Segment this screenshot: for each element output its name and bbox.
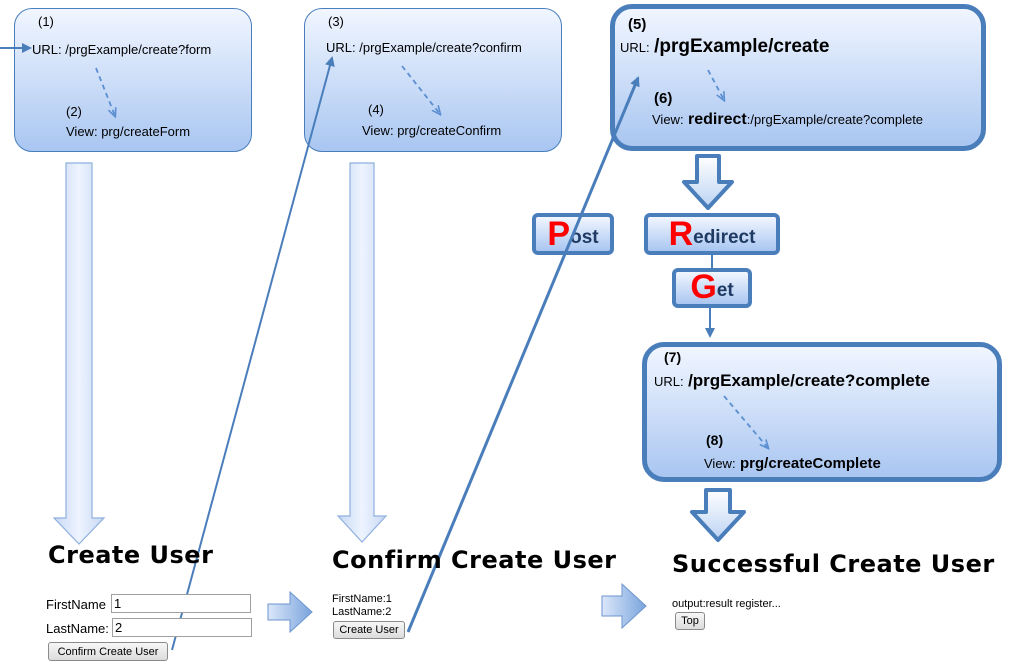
- post-initial: P: [547, 215, 571, 253]
- url-value: /prgExample/create: [654, 36, 830, 57]
- firstname-input[interactable]: 1: [111, 594, 251, 613]
- create-user-button[interactable]: Create User: [333, 621, 405, 639]
- step-number-6: (6): [654, 90, 673, 107]
- successful-create-user-title: Successful Create User: [672, 550, 995, 578]
- down-arrow-confirm: [336, 162, 388, 543]
- url-line-form: URL: /prgExample/create?form: [32, 42, 211, 57]
- firstname-label: FirstName: [46, 597, 106, 612]
- view-label: View:: [362, 123, 394, 138]
- view-line-complete: View: prg/createComplete: [704, 455, 881, 473]
- url-label: URL:: [620, 40, 650, 55]
- view-line-form: View: prg/createForm: [66, 124, 190, 139]
- confirm-lastname: LastName:2: [332, 606, 392, 618]
- url-line-confirm: URL: /prgExample/create?confirm: [326, 40, 522, 55]
- down-arrow-redirect: [682, 154, 734, 210]
- down-arrow-form: [52, 162, 106, 545]
- post-rest: ost: [570, 227, 599, 248]
- step-number-7: (7): [664, 349, 682, 365]
- right-arrow-to-confirm: [267, 590, 313, 634]
- view-label: View:: [704, 456, 736, 471]
- down-arrow-success: [690, 488, 746, 542]
- redirect-keyword: redirect: [688, 111, 747, 128]
- view-value: prg/createConfirm: [397, 123, 502, 138]
- confirm-create-user-title: Confirm Create User: [332, 546, 617, 574]
- redirect-target: :/prgExample/create?complete: [746, 112, 924, 127]
- url-line-complete: URL: /prgExample/create?complete: [654, 371, 930, 391]
- lastname-input[interactable]: 2: [112, 618, 252, 637]
- step-number-1: (1): [38, 14, 54, 29]
- confirm-firstname: FirstName:1: [332, 593, 392, 605]
- right-arrow-to-success: [601, 582, 647, 630]
- result-output: output:result register...: [672, 598, 781, 610]
- url-label: URL:: [654, 374, 684, 389]
- get-rest: et: [716, 280, 734, 301]
- url-label: URL:: [326, 40, 356, 55]
- url-line-post: URL: /prgExample/create: [620, 36, 829, 58]
- step-number-3: (3): [328, 14, 344, 29]
- view-label: View:: [66, 124, 98, 139]
- top-button[interactable]: Top: [675, 612, 705, 630]
- get-initial: G: [690, 268, 717, 306]
- url-value: /prgExample/create?complete: [688, 371, 930, 390]
- view-line-confirm: View: prg/createConfirm: [362, 123, 501, 138]
- create-user-title: Create User: [48, 541, 214, 569]
- step-number-2: (2): [66, 104, 82, 119]
- redirect-rest: edirect: [693, 227, 756, 248]
- view-line-redirect: View: redirect:/prgExample/create?comple…: [652, 111, 923, 129]
- view-label: View:: [652, 112, 684, 127]
- redirect-initial: R: [668, 215, 694, 253]
- step-number-5: (5): [628, 16, 647, 33]
- step-number-4: (4): [368, 102, 384, 117]
- url-value: /prgExample/create?form: [65, 42, 212, 57]
- url-label: URL:: [32, 42, 62, 57]
- lastname-label: LastName:: [46, 621, 109, 636]
- step-number-8: (8): [706, 432, 724, 448]
- confirm-create-user-button[interactable]: Confirm Create User: [48, 642, 168, 661]
- view-value: prg/createForm: [101, 124, 191, 139]
- url-value: /prgExample/create?confirm: [359, 40, 522, 55]
- step-box-complete: [642, 342, 1002, 482]
- view-value: prg/createComplete: [740, 455, 881, 472]
